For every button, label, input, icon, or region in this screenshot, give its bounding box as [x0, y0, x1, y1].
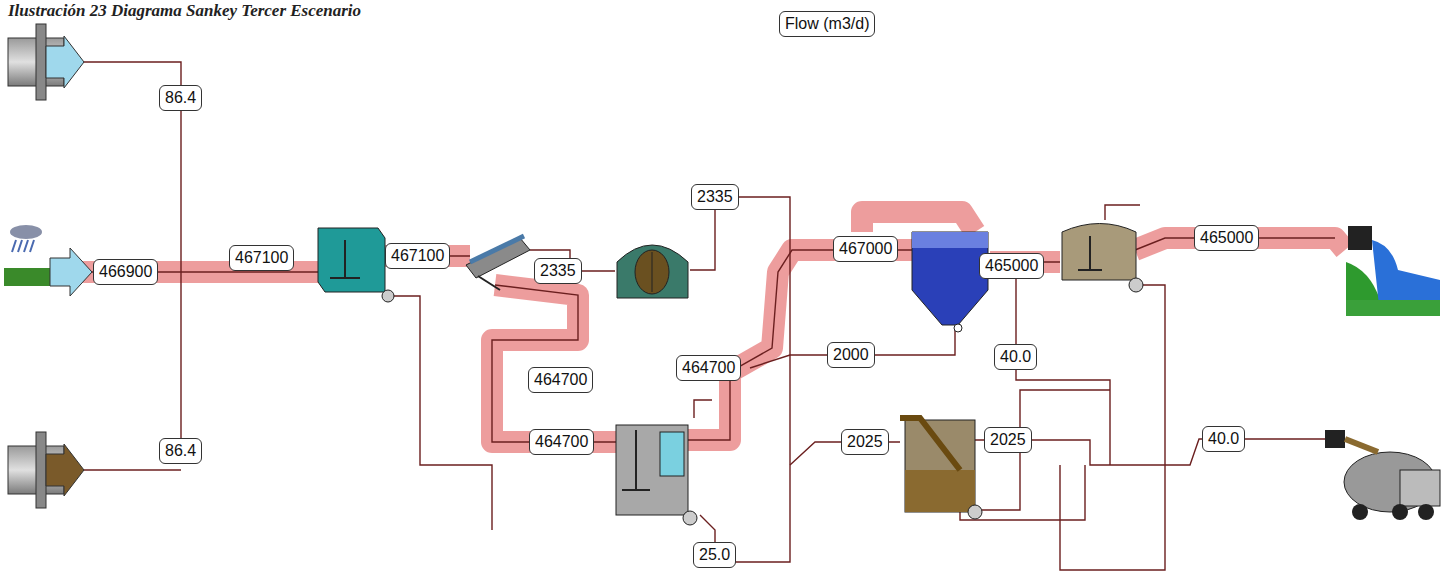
flow-value: 464700 [676, 355, 741, 381]
secondary-clarifier [954, 324, 962, 332]
flow-line [688, 250, 912, 440]
sludge-truck [1400, 470, 1440, 506]
aeration-reactor [616, 425, 697, 525]
thickener [900, 418, 960, 470]
digester [617, 245, 688, 298]
units-label: Flow (m3/d) [779, 11, 875, 37]
flow-line [80, 62, 181, 462]
secondary-clarifier [912, 232, 988, 332]
thickener [905, 470, 975, 512]
primary-tank [318, 228, 385, 292]
flow-line [80, 469, 181, 470]
stormwater-inlet [50, 248, 92, 296]
flow-value: 465000 [979, 253, 1044, 279]
screen [466, 236, 530, 290]
flow-line [1105, 205, 1140, 220]
sankey-band [688, 250, 912, 440]
sludge-truck [1392, 504, 1408, 520]
stormwater-inlet [4, 225, 92, 296]
flow-line [385, 296, 492, 530]
digester [652, 252, 653, 292]
inlet-pipe [8, 24, 84, 100]
inlet-pipe [8, 432, 84, 508]
stormwater-inlet [12, 240, 34, 252]
sludge-truck [1418, 504, 1434, 520]
sankey-band [492, 285, 622, 442]
inlet-pipe [46, 444, 84, 496]
flow-line [694, 400, 712, 418]
final-clarifier [1062, 224, 1143, 293]
outfall [1348, 226, 1372, 250]
sankey-band [80, 212, 1345, 442]
digester [617, 245, 688, 298]
screen [470, 236, 524, 262]
flow-value: 86.4 [159, 438, 202, 464]
flow-value: 464700 [529, 429, 594, 455]
flow-value: 25.0 [693, 542, 736, 568]
inlet-pipe [36, 24, 46, 100]
screen [478, 276, 500, 290]
secondary-clarifier [912, 232, 988, 325]
aeration-reactor [616, 425, 688, 515]
flow-line [960, 465, 1085, 520]
flow-value: 2025 [984, 427, 1032, 453]
flow-line [1060, 285, 1165, 570]
outfall [1346, 226, 1440, 316]
primary-tank [382, 290, 394, 302]
flow-value: 40.0 [1202, 426, 1245, 452]
flow-line [750, 330, 955, 368]
outfall [1346, 300, 1440, 316]
flow-value: 2000 [827, 342, 875, 368]
final-clarifier [1129, 278, 1143, 292]
sludge-truck [1345, 439, 1378, 452]
final-clarifier [1062, 224, 1136, 281]
stormwater-inlet [10, 225, 42, 239]
primary-tank [318, 228, 394, 302]
aeration-reactor [660, 432, 684, 476]
inlet-pipe [46, 36, 84, 88]
sankey-band [862, 212, 975, 232]
flow-line [80, 62, 1335, 570]
flow-value: 2335 [691, 184, 739, 210]
flow-value: 86.4 [159, 85, 202, 111]
secondary-clarifier [912, 232, 988, 248]
final-clarifier [1078, 236, 1102, 270]
flow-value: 2025 [841, 429, 889, 455]
primary-tank [330, 240, 360, 278]
thickener [900, 418, 982, 519]
thickener [905, 420, 975, 512]
flow-value: 467100 [385, 243, 450, 269]
figure-title: Ilustración 23 Diagrama Sankey Tercer Es… [8, 1, 361, 21]
aeration-reactor [683, 511, 697, 525]
flow-value: 467100 [229, 245, 294, 271]
flow-value: 465000 [1194, 225, 1259, 251]
flow-value: 2335 [534, 258, 582, 284]
digester [635, 250, 669, 294]
sludge-truck [1352, 504, 1368, 520]
sludge-truck [1325, 430, 1345, 448]
flow-value: 467000 [833, 236, 898, 262]
thickener [968, 505, 982, 519]
flow-line [492, 285, 622, 442]
flow-line [960, 390, 1110, 510]
inlet-pipe [36, 432, 46, 508]
flow-value: 40.0 [994, 344, 1037, 370]
flow-value: 464700 [528, 367, 593, 393]
flow-value: 466900 [93, 259, 158, 285]
sludge-truck [1325, 430, 1440, 520]
outfall [1346, 262, 1380, 300]
aeration-reactor [622, 430, 650, 490]
